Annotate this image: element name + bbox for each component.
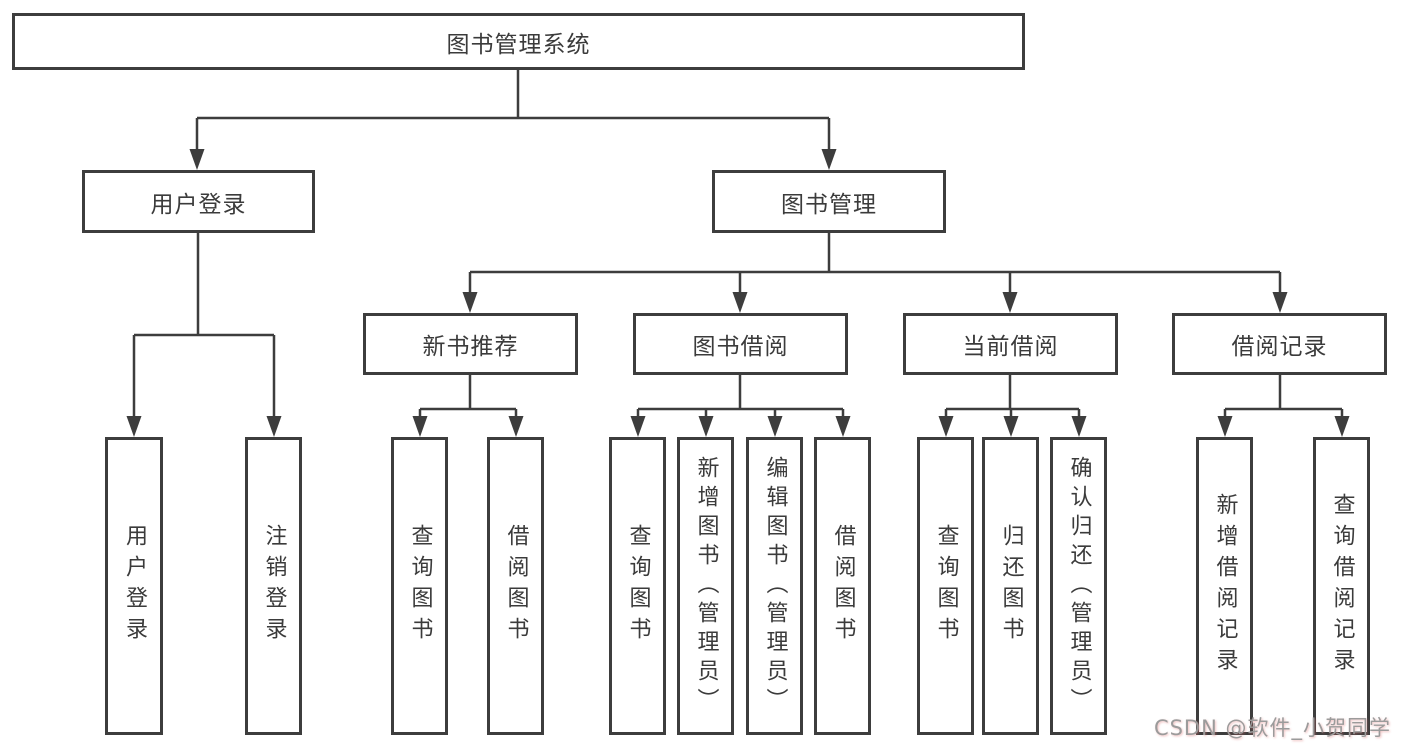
leaf-borrow-books-recommend: 借阅图书: [487, 437, 544, 735]
book-borrow-label: 图书借阅: [692, 334, 789, 360]
leaf-borrow-books-borrow: 借阅图书: [814, 437, 871, 735]
current-borrow-label: 当前借阅: [962, 334, 1059, 360]
user-login-box: 用户登录: [82, 170, 315, 233]
new-book-recommend-label: 新书推荐: [422, 334, 519, 360]
leaf-confirm-return-admin: 确认归还（管理员）: [1050, 437, 1107, 735]
leaf-add-book-admin: 新增图书（管理员）: [677, 437, 734, 735]
leaf-query-books-recommend-label: 查询图书: [407, 524, 433, 648]
leaf-logout: 注销登录: [245, 437, 302, 735]
leaf-user-login: 用户登录: [105, 437, 163, 735]
leaf-query-books-borrow-label: 查询图书: [625, 524, 651, 648]
leaf-query-books-recommend: 查询图书: [391, 437, 448, 735]
book-management-box: 图书管理: [712, 170, 946, 233]
leaf-logout-label: 注销登录: [261, 524, 287, 648]
new-book-recommend-box: 新书推荐: [363, 313, 578, 375]
borrow-record-label: 借阅记录: [1231, 334, 1328, 360]
leaf-query-books-borrow: 查询图书: [609, 437, 666, 735]
user-login-label: 用户登录: [150, 191, 247, 218]
leaf-edit-book-admin-label: 编辑图书（管理员）: [762, 455, 788, 717]
leaf-user-login-label: 用户登录: [122, 524, 147, 648]
current-borrow-box: 当前借阅: [903, 313, 1118, 375]
leaf-return-books: 归还图书: [982, 437, 1039, 735]
leaf-query-books-current: 查询图书: [917, 437, 974, 735]
book-borrow-box: 图书借阅: [633, 313, 848, 375]
root-system-box: 图书管理系统: [12, 13, 1025, 70]
borrow-record-box: 借阅记录: [1172, 313, 1387, 375]
leaf-query-borrow-record-label: 查询借阅记录: [1329, 493, 1355, 679]
leaf-borrow-books-borrow-label: 借阅图书: [830, 524, 856, 648]
book-management-label: 图书管理: [781, 191, 877, 218]
root-system-label: 图书管理系统: [446, 31, 591, 58]
leaf-add-book-admin-label: 新增图书（管理员）: [693, 455, 719, 717]
leaf-return-books-label: 归还图书: [998, 524, 1024, 648]
leaf-edit-book-admin: 编辑图书（管理员）: [746, 437, 803, 735]
csdn-watermark: CSDN @软件_小贺同学: [1153, 716, 1391, 740]
leaf-add-borrow-record: 新增借阅记录: [1196, 437, 1253, 735]
leaf-confirm-return-admin-label: 确认归还（管理员）: [1066, 455, 1092, 717]
leaf-query-books-current-label: 查询图书: [933, 524, 959, 648]
leaf-borrow-books-recommend-label: 借阅图书: [503, 524, 529, 648]
leaf-query-borrow-record: 查询借阅记录: [1313, 437, 1370, 735]
leaf-add-borrow-record-label: 新增借阅记录: [1212, 493, 1238, 679]
